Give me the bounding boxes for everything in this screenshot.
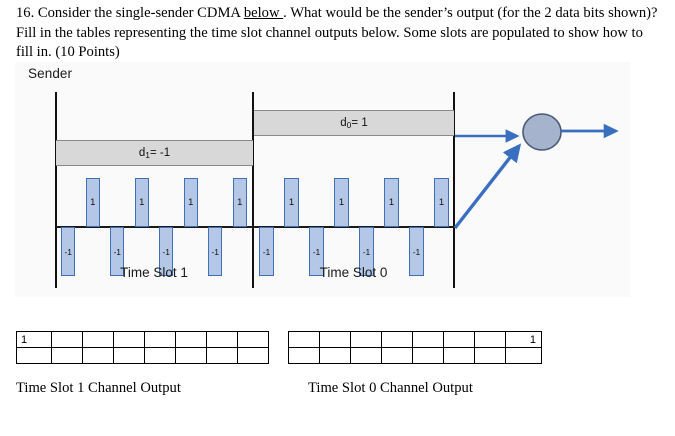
question-line1-a: Consider the single-sender CDMA bbox=[37, 5, 244, 21]
time-slot-1-table-body: 1 bbox=[16, 331, 269, 364]
chip-slot0-3-pos: 1 bbox=[334, 178, 349, 227]
time-slot-0-table-body: 1 bbox=[288, 331, 542, 364]
time-slot-1-table[interactable]: 1 bbox=[16, 331, 269, 364]
cell-time-slot-1-table-r0-c6[interactable] bbox=[206, 331, 238, 348]
question-line1-b: . What would be the sender’s output (for… bbox=[283, 5, 580, 21]
cell-time-slot-1-table-r0-c0[interactable]: 1 bbox=[16, 331, 52, 348]
data-bit-subscript-slot0: 0 bbox=[346, 120, 352, 130]
cell-time-slot-1-table-r0-c5[interactable] bbox=[175, 331, 207, 348]
question-text: 16. Consider the single-sender CDMA belo… bbox=[16, 4, 662, 63]
chip-slot1-7-pos: 1 bbox=[232, 178, 247, 227]
time-slot-0-table[interactable]: 1 bbox=[288, 331, 542, 364]
chip-slot0-5-pos: 1 bbox=[384, 178, 399, 227]
question-line2: bits shown)? Fill in the tables represen… bbox=[16, 5, 658, 41]
cell-time-slot-1-table-r1-c2[interactable] bbox=[82, 347, 114, 364]
chip-slot1-0-neg: -1 bbox=[61, 227, 76, 276]
slot-boundary-middle bbox=[252, 92, 254, 288]
cell-time-slot-1-table-r1-c0[interactable] bbox=[16, 347, 52, 364]
cell-time-slot-0-table-r1-c2[interactable] bbox=[350, 347, 382, 364]
data-bit-label-d-slot1: d bbox=[138, 147, 146, 159]
cell-time-slot-0-table-r0-c0[interactable] bbox=[288, 331, 320, 348]
cell-time-slot-1-table-r1-c3[interactable] bbox=[113, 347, 145, 364]
data-bit-value-slot1: = -1 bbox=[150, 147, 171, 159]
cell-time-slot-1-table-r1-c4[interactable] bbox=[144, 347, 176, 364]
cell-time-slot-0-table-r0-c2[interactable] bbox=[350, 331, 382, 348]
cell-time-slot-1-table-r1-c1[interactable] bbox=[51, 347, 83, 364]
data-bit-subscript-slot1: 1 bbox=[145, 150, 150, 160]
cell-time-slot-1-table-r1-c7[interactable] bbox=[237, 347, 269, 364]
chip-slot0-4-neg: -1 bbox=[359, 227, 374, 276]
chip-slot1-1-pos: 1 bbox=[85, 178, 100, 227]
table-row: 1 bbox=[16, 331, 269, 348]
cell-time-slot-1-table-r0-c7[interactable] bbox=[237, 331, 269, 348]
chip-slot0-6-neg: -1 bbox=[409, 227, 424, 276]
table-row: 1 bbox=[288, 331, 542, 348]
cell-time-slot-0-table-r1-c6[interactable] bbox=[474, 347, 506, 364]
cell-time-slot-0-table-r1-c0[interactable] bbox=[288, 347, 320, 364]
chip-slot0-1-pos: 1 bbox=[284, 178, 299, 227]
question-line3: populated to show how to fill in. (10 Po… bbox=[16, 24, 643, 61]
cell-time-slot-0-table-r0-c4[interactable] bbox=[412, 331, 444, 348]
slot-caption-slot0: Time Slot 0 bbox=[319, 265, 388, 280]
cell-time-slot-0-table-r1-c1[interactable] bbox=[319, 347, 351, 364]
sender-label: Sender bbox=[28, 66, 73, 81]
chip-slot1-5-pos: 1 bbox=[183, 178, 198, 227]
table-row bbox=[288, 347, 542, 364]
cell-time-slot-1-table-r0-c4[interactable] bbox=[144, 331, 176, 348]
cell-time-slot-0-table-r0-c7[interactable]: 1 bbox=[505, 331, 542, 348]
cell-time-slot-0-table-r0-c1[interactable] bbox=[319, 331, 351, 348]
chip-slot1-6-neg: -1 bbox=[208, 227, 223, 276]
table-caption-slot1: Time Slot 1 Channel Output bbox=[16, 380, 181, 396]
data-bit-value-slot0: = 1 bbox=[351, 117, 368, 129]
cell-time-slot-0-table-r0-c6[interactable] bbox=[474, 331, 506, 348]
cell-time-slot-1-table-r1-c5[interactable] bbox=[175, 347, 207, 364]
slot-boundary-left bbox=[55, 92, 57, 288]
cell-time-slot-1-table-r1-c6[interactable] bbox=[206, 347, 238, 364]
chip-slot0-2-neg: -1 bbox=[309, 227, 324, 276]
cell-time-slot-1-table-r0-c2[interactable] bbox=[82, 331, 114, 348]
cell-time-slot-0-table-r1-c4[interactable] bbox=[412, 347, 444, 364]
chip-slot0-0-neg: -1 bbox=[259, 227, 274, 276]
channel-node-circle bbox=[522, 113, 562, 151]
chip-slot1-2-neg: -1 bbox=[110, 227, 125, 276]
cell-time-slot-0-table-r1-c5[interactable] bbox=[443, 347, 475, 364]
cell-time-slot-0-table-r0-c5[interactable] bbox=[443, 331, 475, 348]
table-caption-slot0: Time Slot 0 Channel Output bbox=[308, 380, 473, 396]
chip-slot1-4-neg: -1 bbox=[159, 227, 174, 276]
cell-time-slot-0-table-r1-c3[interactable] bbox=[381, 347, 413, 364]
slot-caption-slot1: Time Slot 1 bbox=[120, 265, 188, 280]
cell-time-slot-1-table-r0-c1[interactable] bbox=[51, 331, 83, 348]
cell-time-slot-0-table-r0-c3[interactable] bbox=[381, 331, 413, 348]
cell-time-slot-1-table-r0-c3[interactable] bbox=[113, 331, 145, 348]
answer-block-time-slot-1: 1 Time Slot 1 Channel Output bbox=[16, 331, 269, 397]
answer-block-time-slot-0: 1 Time Slot 0 Channel Output bbox=[288, 331, 542, 397]
data-bit-label-d-slot0: d bbox=[340, 117, 347, 129]
chip-slot1-3-pos: 1 bbox=[134, 178, 149, 227]
cell-time-slot-0-table-r1-c7[interactable] bbox=[505, 347, 542, 364]
arrow-chips-to-node bbox=[453, 143, 522, 230]
below-link[interactable]: below bbox=[243, 5, 280, 21]
table-row bbox=[16, 347, 269, 364]
chip-slot0-7-pos: 1 bbox=[434, 178, 449, 227]
waveform-baseline bbox=[56, 226, 454, 228]
question-number: 16. bbox=[16, 5, 35, 21]
